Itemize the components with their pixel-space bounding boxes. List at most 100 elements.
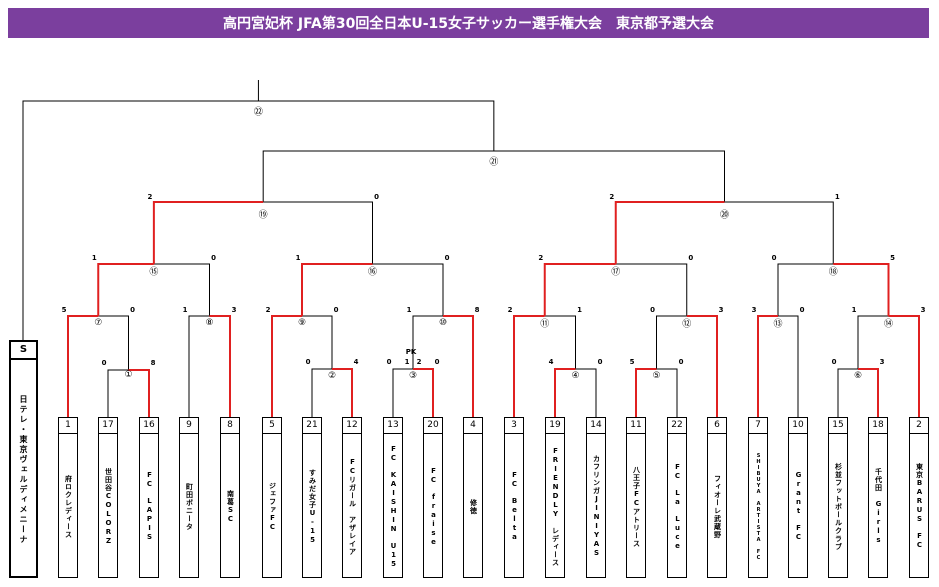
score-right: 0 xyxy=(678,358,684,366)
team-seed-number: 20 xyxy=(424,418,442,434)
team-name: FC LAPIS xyxy=(145,471,154,542)
score-left: 1 xyxy=(91,254,97,262)
score-right: 0 xyxy=(130,306,135,314)
match-number: ① xyxy=(124,370,133,380)
match-9-winner-line xyxy=(271,315,302,417)
match-8-line xyxy=(188,315,210,417)
team-name: 修徳 xyxy=(469,498,478,515)
team-seed-number: 9 xyxy=(180,418,198,434)
match-number: ③ xyxy=(408,371,418,381)
score-right: 1 xyxy=(834,193,840,201)
score-right: 0 xyxy=(211,254,216,262)
match-7-winner-line xyxy=(67,315,99,417)
team-seed-number: 18 xyxy=(869,418,887,434)
match-11-line xyxy=(544,315,576,369)
score-left: 2 xyxy=(507,306,513,314)
team-seed-number: 19 xyxy=(546,418,564,434)
team-seed-number: 12 xyxy=(343,418,361,434)
team-box: 4 修徳 xyxy=(463,417,483,578)
match-11-winner-line xyxy=(513,315,545,417)
team-seed-number: 4 xyxy=(464,418,482,434)
score-left: 5 xyxy=(61,306,67,314)
match-number: ⑬ xyxy=(773,319,783,330)
pk-score-left: 1 xyxy=(404,358,410,366)
team-name: SHIBUYA ARTISTA FC xyxy=(755,452,762,561)
match-12-line xyxy=(656,315,687,369)
match-17-winner-line xyxy=(543,263,616,316)
match-number: ⑦ xyxy=(94,318,103,328)
match-15-winner-line xyxy=(97,263,154,316)
team-name: すみだ女子U-15 xyxy=(308,468,317,545)
match-1-line xyxy=(107,369,129,417)
match-6-winner-line xyxy=(858,368,879,417)
score-left: 1 xyxy=(182,306,188,314)
score-left: 2 xyxy=(265,306,271,314)
team-seed-number: 3 xyxy=(505,418,523,434)
pk-label: PK xyxy=(405,348,417,356)
match-number: ⑪ xyxy=(540,319,550,330)
match-number: ⑮ xyxy=(149,267,159,278)
pk-score-right: 2 xyxy=(416,358,422,366)
score-left: 0 xyxy=(831,358,837,366)
match-number: ⑤ xyxy=(652,371,661,381)
score-right: 0 xyxy=(444,254,450,262)
match-13-winner-line xyxy=(757,315,778,417)
bye-seed-box: S 日テレ・東京ヴェルディメニーナ xyxy=(9,340,38,578)
match-8-winner-line xyxy=(209,315,231,417)
score-right: 0 xyxy=(597,358,603,366)
match-13-line xyxy=(778,315,799,417)
match-5-line xyxy=(656,368,678,417)
team-seed-number: 11 xyxy=(627,418,645,434)
score-left: 5 xyxy=(629,358,635,366)
score-left: 0 xyxy=(771,254,777,262)
match-9-line xyxy=(302,315,333,369)
team-seed-number: 10 xyxy=(789,418,807,434)
match-10-winner-line xyxy=(443,315,474,417)
team-name: FC KAISHIN U15 xyxy=(389,444,398,569)
team-seed-number: 17 xyxy=(99,418,117,434)
match-19-winner-line xyxy=(152,201,264,264)
team-name: 東京BARUS FC xyxy=(915,463,924,550)
team-name: FCリガール アザレイア xyxy=(348,457,357,556)
match-2-line xyxy=(311,368,332,417)
match-number: ⑨ xyxy=(297,318,307,328)
match-number: ⑧ xyxy=(205,318,214,328)
team-box: 13 FC KAISHIN U15 xyxy=(383,417,403,578)
score-left: 0 xyxy=(650,306,655,314)
team-seed-number: 22 xyxy=(668,418,686,434)
match-3-winner-line xyxy=(413,368,434,417)
match-number: ⑩ xyxy=(438,318,448,328)
team-seed-number: 7 xyxy=(749,418,767,434)
score-right: 8 xyxy=(150,359,156,367)
match-14-winner-line xyxy=(888,315,920,417)
team-name: 南葛SC xyxy=(226,489,235,524)
team-seed-number: 13 xyxy=(384,418,402,434)
team-seed-number: 15 xyxy=(829,418,847,434)
match-4-line xyxy=(575,368,597,417)
match-4-winner-line xyxy=(554,368,576,417)
score-left: 0 xyxy=(386,358,392,366)
score-right: 0 xyxy=(799,306,805,314)
score-right: 3 xyxy=(231,306,237,314)
match-5-winner-line xyxy=(635,368,657,417)
match-18-winner-line xyxy=(833,263,890,316)
match-12-winner-line xyxy=(686,315,718,417)
match-7-line xyxy=(98,315,129,370)
match-3-line xyxy=(392,368,413,417)
match-number: ⑯ xyxy=(367,267,378,278)
match-16-line xyxy=(372,263,444,316)
team-name: Grant FC xyxy=(794,471,803,542)
match-18-line xyxy=(777,263,834,316)
team-seed-number: 14 xyxy=(587,418,605,434)
